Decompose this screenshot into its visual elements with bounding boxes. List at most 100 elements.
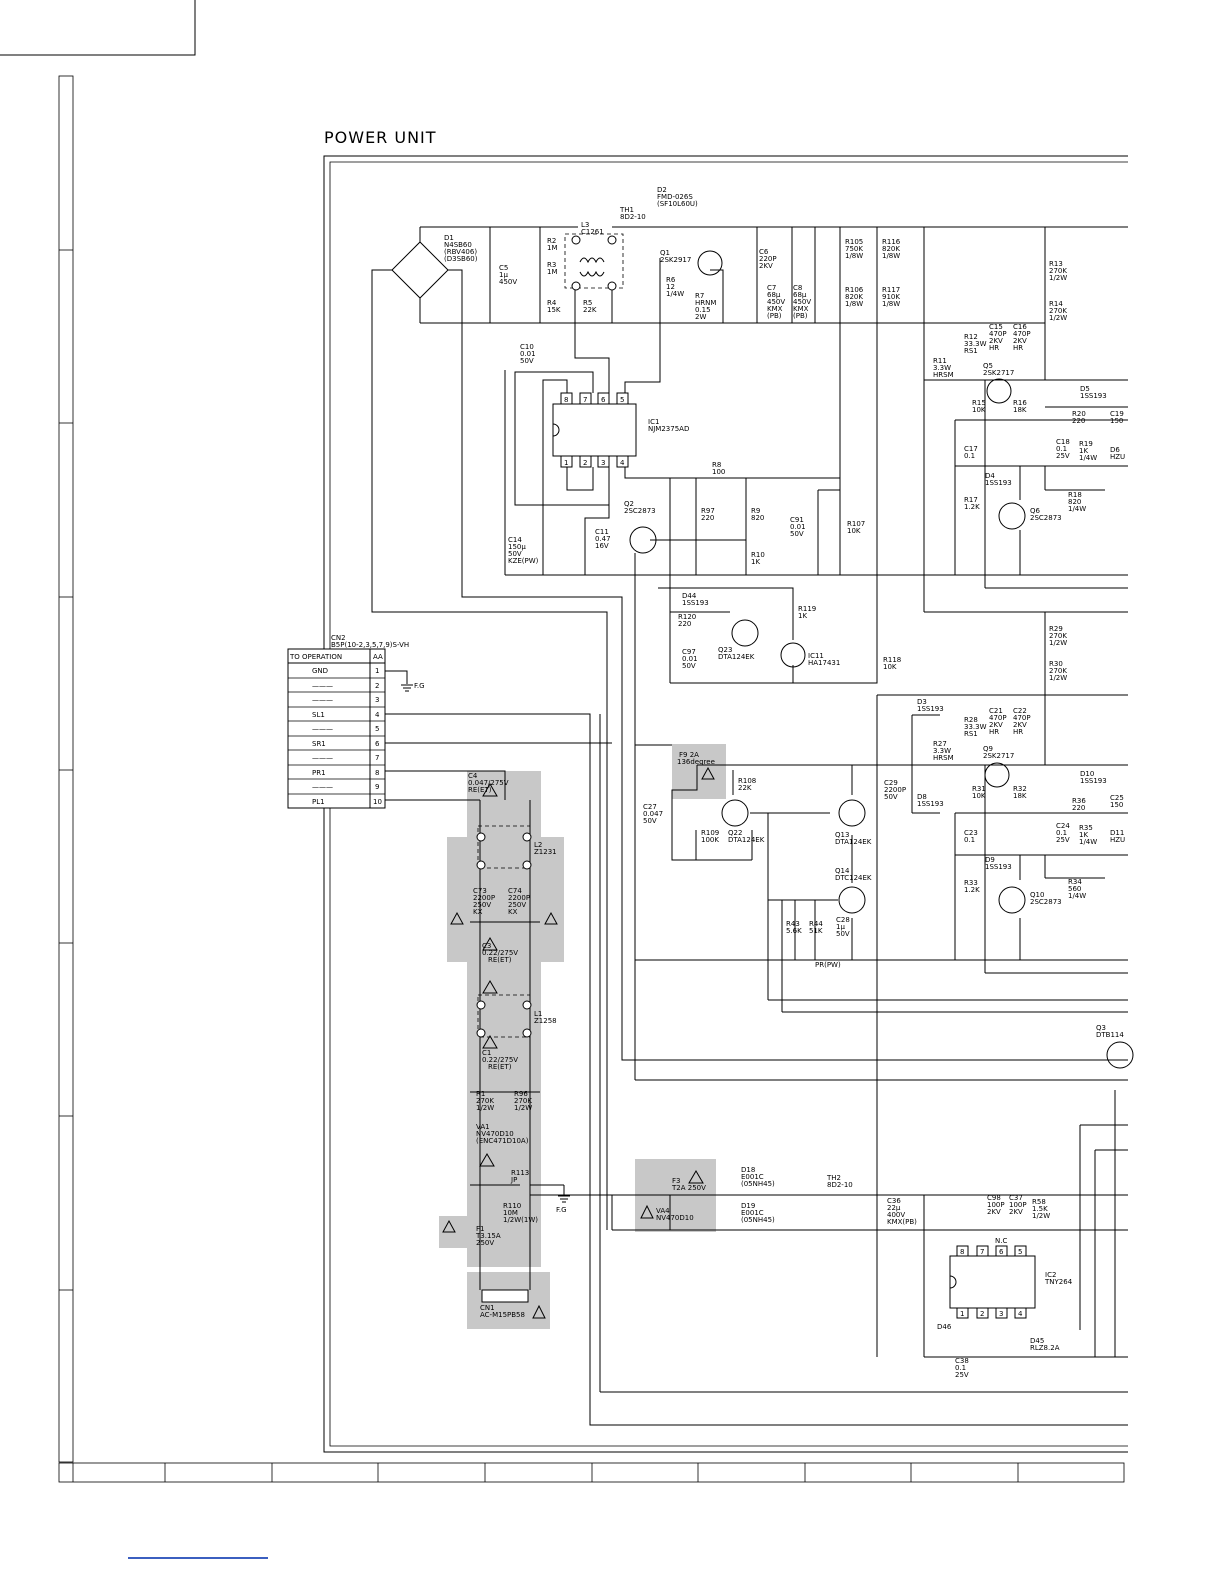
ic1-pin-label: 6 xyxy=(601,396,606,404)
connector-ref: CN2 xyxy=(331,634,346,642)
safety-highlight-zones xyxy=(439,744,726,1329)
connector-signal-name: GND xyxy=(312,667,328,675)
connector-header-destination: TO OPERATION xyxy=(289,653,342,661)
connector-pin-number: 10 xyxy=(373,798,382,806)
fg2-label: F.G xyxy=(556,1206,567,1214)
transistors xyxy=(629,250,1134,1069)
connector-signal-name: ——— xyxy=(312,754,333,762)
connector-signal-name: ——— xyxy=(312,725,333,733)
transformer-l3 xyxy=(564,233,624,291)
page-title: POWER UNIT xyxy=(324,128,437,147)
ic1-pin-label: 1 xyxy=(564,459,568,467)
connector-pin-number: 1 xyxy=(375,667,379,675)
ic2-pin-label: 1 xyxy=(960,1310,964,1318)
connector-pin-number: 9 xyxy=(375,783,379,791)
footer-link-underline[interactable] xyxy=(128,1557,268,1559)
ic1-pin-label: 8 xyxy=(564,396,568,404)
connector-signal-name: ——— xyxy=(312,696,333,704)
frame-ground-label: F.G xyxy=(414,682,425,690)
d46-label: D46 xyxy=(937,1323,952,1331)
connector-pin-number: 3 xyxy=(375,696,379,704)
connector-signal-name: SL1 xyxy=(312,711,325,719)
ic1-pin-label: 5 xyxy=(620,396,624,404)
connector-part: B5P(10-2,3,5,7,9)S-VH xyxy=(331,641,409,649)
ic1-pin-label: 7 xyxy=(583,396,587,404)
connector-pin-number: 2 xyxy=(375,682,379,690)
connector-signal-name: PR1 xyxy=(312,769,326,777)
ic1-pin-label: 4 xyxy=(620,459,625,467)
connector-signal-name: SR1 xyxy=(312,740,326,748)
connector-pin-number: 7 xyxy=(375,754,379,762)
